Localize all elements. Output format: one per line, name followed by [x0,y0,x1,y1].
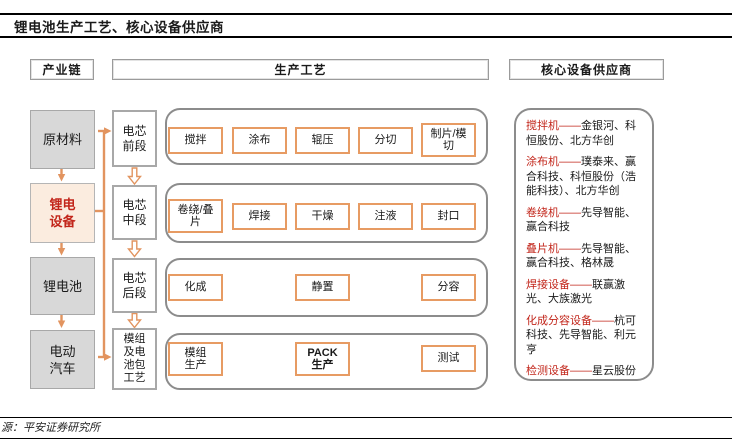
process-step: 涂布 [232,127,287,154]
process-step: 卷绕/叠 片 [168,199,223,233]
equipment-label: 叠片机 [526,242,559,255]
stage-box-cell-front: 电芯 前段 [112,110,157,167]
companies-text: 璞泰来、赢合科技、科恒股份（浩能科技）、北方华创 [526,156,636,197]
dash: —— [592,314,614,327]
supplier-entry: 卷绕机——先导智能、赢合科技 [526,206,646,235]
process-step: 模组 生产 [168,342,223,376]
dash: —— [559,120,581,132]
companies-text: 金银河、科恒股份、北方华创 [526,120,636,147]
stage-box-module-pack: 模组 及电 池包 工艺 [112,328,157,390]
title-rule-bottom [0,36,732,38]
chain-box-raw-materials: 原材料 [30,110,95,169]
footer-rule-bottom [0,437,732,439]
process-step: 静置 [295,274,350,301]
process-step: 化成 [168,274,223,301]
supplier-entry: 检测设备——星云股份 [526,364,646,379]
suppliers-panel: 搅拌机——金银河、科恒股份、北方华创 涂布机——璞泰来、赢合科技、科恒股份（浩能… [514,108,654,381]
process-step: 分容 [421,274,476,301]
companies-text: 联赢激光、大族激光 [526,278,625,306]
supplier-entry: 搅拌机——金银河、科恒股份、北方华创 [526,119,646,148]
header-suppliers: 核心设备供应商 [509,59,664,80]
companies-text: 先导智能、赢合科技、格林晟 [526,242,636,270]
equipment-label: 焊接设备 [526,278,570,291]
dash: —— [570,278,592,291]
equipment-label: 搅拌机 [526,120,559,132]
header-production-process: 生产工艺 [112,59,489,80]
source-note: 源：平安证券研究所 [1,422,100,434]
process-step: 注液 [358,203,413,230]
process-step: 辊压 [295,127,350,154]
process-step: 干燥 [295,203,350,230]
process-step: 焊接 [232,203,287,230]
page-title: 锂电池生产工艺、核心设备供应商 [14,20,224,35]
chain-box-lithium-battery: 锂电池 [30,257,95,315]
chain-box-electric-vehicle: 电动 汽车 [30,330,95,389]
supplier-entry: 焊接设备——联赢激光、大族激光 [526,278,646,307]
process-step: 分切 [358,127,413,154]
companies-text: 杭可科技、先导智能、利元亨 [526,314,636,356]
process-step: 封口 [421,203,476,230]
equipment-label: 检测设备 [526,365,570,377]
dash: —— [570,365,592,377]
supplier-entry: 化成分容设备——杭可科技、先导智能、利元亨 [526,314,646,358]
process-step: 测试 [421,345,476,372]
process-step: 搅拌 [168,127,223,154]
stage-hollow-arrows [127,167,142,329]
companies-text: 星云股份 [592,365,636,377]
supplier-entry: 涂布机——璞泰来、赢合科技、科恒股份（浩能科技）、北方华创 [526,155,646,199]
process-step: 制片/模 切 [421,123,476,157]
companies-text: 先导智能、赢合科技 [526,206,636,234]
equipment-label: 化成分容设备 [526,314,592,327]
dash: —— [559,206,581,219]
stage-box-cell-back: 电芯 后段 [112,258,157,313]
process-step: PACK 生产 [295,342,350,376]
footer-rule-top [0,416,732,418]
equipment-label: 卷绕机 [526,206,559,219]
header-industry-chain: 产业链 [30,59,94,80]
dash: —— [559,156,581,168]
equipment-label: 涂布机 [526,156,559,168]
chain-box-battery-equipment: 锂电 设备 [30,183,95,243]
dash: —— [559,242,581,255]
stage-box-cell-middle: 电芯 中段 [112,185,157,240]
title-rule-top [0,13,732,15]
supplier-entry: 叠片机——先导智能、赢合科技、格林晟 [526,242,646,271]
